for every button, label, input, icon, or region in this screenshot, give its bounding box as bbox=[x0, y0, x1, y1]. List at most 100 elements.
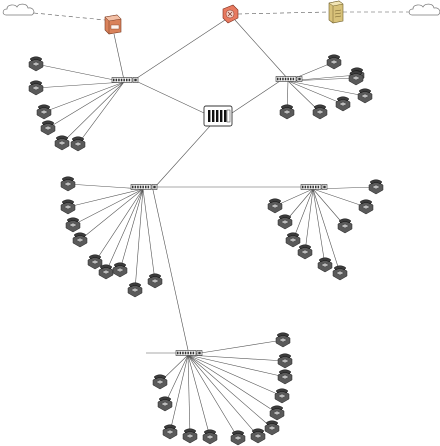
link-switch-d-phone-3 bbox=[292, 188, 314, 241]
link-switch-e-phone-2 bbox=[187, 354, 286, 362]
server-icon bbox=[328, 0, 344, 24]
ip-phone-icon bbox=[72, 232, 88, 248]
ip-phone-icon bbox=[312, 104, 328, 120]
ip-phone-icon bbox=[277, 214, 293, 230]
link-switch-d-phone-4 bbox=[304, 188, 314, 253]
ip-phone-icon bbox=[147, 273, 163, 289]
ip-phone-icon bbox=[87, 254, 103, 270]
switch-icon bbox=[300, 184, 328, 190]
ip-phone-icon bbox=[28, 80, 44, 96]
switch-icon bbox=[275, 76, 303, 82]
ip-phone-icon bbox=[348, 70, 364, 86]
ip-phone-icon bbox=[267, 198, 283, 214]
ip-phone-icon bbox=[230, 430, 246, 446]
ip-phone-icon bbox=[326, 54, 342, 70]
link-router-switch-a bbox=[133, 19, 226, 81]
link-switch-e-phone-3 bbox=[187, 354, 286, 378]
link-switch-e-phone-11 bbox=[169, 354, 189, 433]
link-switch-e-phone-8 bbox=[187, 354, 239, 439]
link-switch-e-phone-10 bbox=[187, 354, 191, 437]
ip-phone-icon bbox=[60, 199, 76, 215]
link-switch-d-phone-7 bbox=[312, 188, 346, 227]
ip-phone-icon bbox=[357, 88, 373, 104]
link-switch-e-phone-1 bbox=[187, 339, 284, 356]
ip-phone-icon bbox=[70, 136, 86, 152]
ip-phone-icon bbox=[275, 332, 291, 348]
ip-phone-icon bbox=[264, 420, 280, 436]
ip-phone-icon bbox=[112, 262, 128, 278]
router-icon bbox=[222, 4, 239, 24]
link-core-switch-c bbox=[154, 125, 211, 188]
ip-phone-icon bbox=[98, 264, 114, 280]
link-switch-b-core bbox=[231, 80, 281, 114]
link-switch-a-phone-3 bbox=[43, 81, 125, 113]
link-switch-e-phone-5 bbox=[187, 354, 278, 414]
link-switch-c-switch-e bbox=[152, 189, 189, 351]
link-switch-d-phone-8 bbox=[312, 188, 367, 208]
link-router-server bbox=[237, 11, 329, 15]
ip-phone-icon bbox=[60, 176, 76, 192]
link-switch-e-phone-12 bbox=[164, 354, 189, 405]
link-switch-c-phone-6 bbox=[105, 188, 144, 273]
ip-phone-icon bbox=[317, 257, 333, 273]
link-switch-c-phone-1 bbox=[67, 183, 144, 190]
link-switch-e-phone-7 bbox=[187, 354, 259, 437]
cloud-icon bbox=[2, 3, 35, 16]
ip-phone-icon bbox=[274, 388, 290, 404]
ip-phone-icon bbox=[335, 96, 351, 112]
link-switch-a-phone-5 bbox=[61, 81, 125, 144]
switch-icon bbox=[130, 184, 158, 190]
ip-phone-icon bbox=[250, 428, 266, 444]
ip-phone-icon bbox=[152, 374, 168, 390]
ip-phone-icon bbox=[182, 428, 198, 444]
link-cloud-left-firewall bbox=[33, 12, 106, 21]
ip-phone-icon bbox=[277, 353, 293, 369]
link-switch-e-phone-6 bbox=[187, 354, 273, 429]
ip-phone-icon bbox=[337, 218, 353, 234]
link-switch-c-phone-7 bbox=[119, 188, 144, 271]
ip-phone-icon bbox=[36, 104, 52, 120]
link-switch-e-phone-9 bbox=[187, 354, 211, 438]
link-switch-a-phone-2 bbox=[35, 81, 125, 89]
ip-phone-icon bbox=[332, 265, 348, 281]
ip-phone-icon bbox=[277, 369, 293, 385]
switch-icon bbox=[111, 77, 139, 83]
link-switch-c-phone-8 bbox=[142, 188, 156, 282]
link-switch-a-phone-6 bbox=[77, 81, 125, 145]
link-router-switch-b bbox=[234, 19, 289, 80]
link-switch-c-phone-5 bbox=[94, 188, 144, 263]
link-switch-a-phone-4 bbox=[47, 81, 125, 129]
ip-phone-icon bbox=[162, 424, 178, 440]
ip-phone-icon bbox=[54, 135, 70, 151]
ip-phone-icon bbox=[157, 396, 173, 412]
ip-phone-icon bbox=[269, 405, 285, 421]
link-firewall-switch-a bbox=[113, 33, 125, 81]
ip-phone-icon bbox=[279, 104, 295, 120]
ip-phone-icon bbox=[285, 232, 301, 248]
link-switch-c-phone-3 bbox=[72, 188, 144, 226]
ip-phone-icon bbox=[202, 429, 218, 445]
firewall-icon bbox=[104, 14, 122, 35]
link-switch-e-phone-4 bbox=[187, 354, 283, 397]
ip-phone-icon bbox=[297, 244, 313, 260]
ip-phone-icon bbox=[358, 199, 374, 215]
link-switch-c-phone-9 bbox=[134, 188, 144, 291]
ip-phone-icon bbox=[40, 120, 56, 136]
core-switch-icon bbox=[203, 105, 233, 127]
link-switch-b-phone-4 bbox=[287, 80, 344, 105]
link-switch-c-phone-2 bbox=[67, 188, 144, 208]
link-switch-d-phone-1 bbox=[274, 188, 314, 207]
ip-phone-icon bbox=[127, 282, 143, 298]
switch-icon bbox=[175, 350, 203, 356]
link-switch-a-core bbox=[137, 81, 205, 114]
ip-phone-icon bbox=[28, 56, 44, 72]
link-switch-b-phone-3 bbox=[287, 80, 366, 97]
link-switch-a-phone-1 bbox=[35, 63, 125, 83]
ip-phone-icon bbox=[368, 179, 384, 195]
link-switch-c-phone-4 bbox=[79, 188, 144, 241]
link-switch-d-phone-6 bbox=[312, 188, 341, 274]
ip-phone-icon bbox=[65, 217, 81, 233]
link-switch-d-phone-5 bbox=[312, 188, 326, 266]
